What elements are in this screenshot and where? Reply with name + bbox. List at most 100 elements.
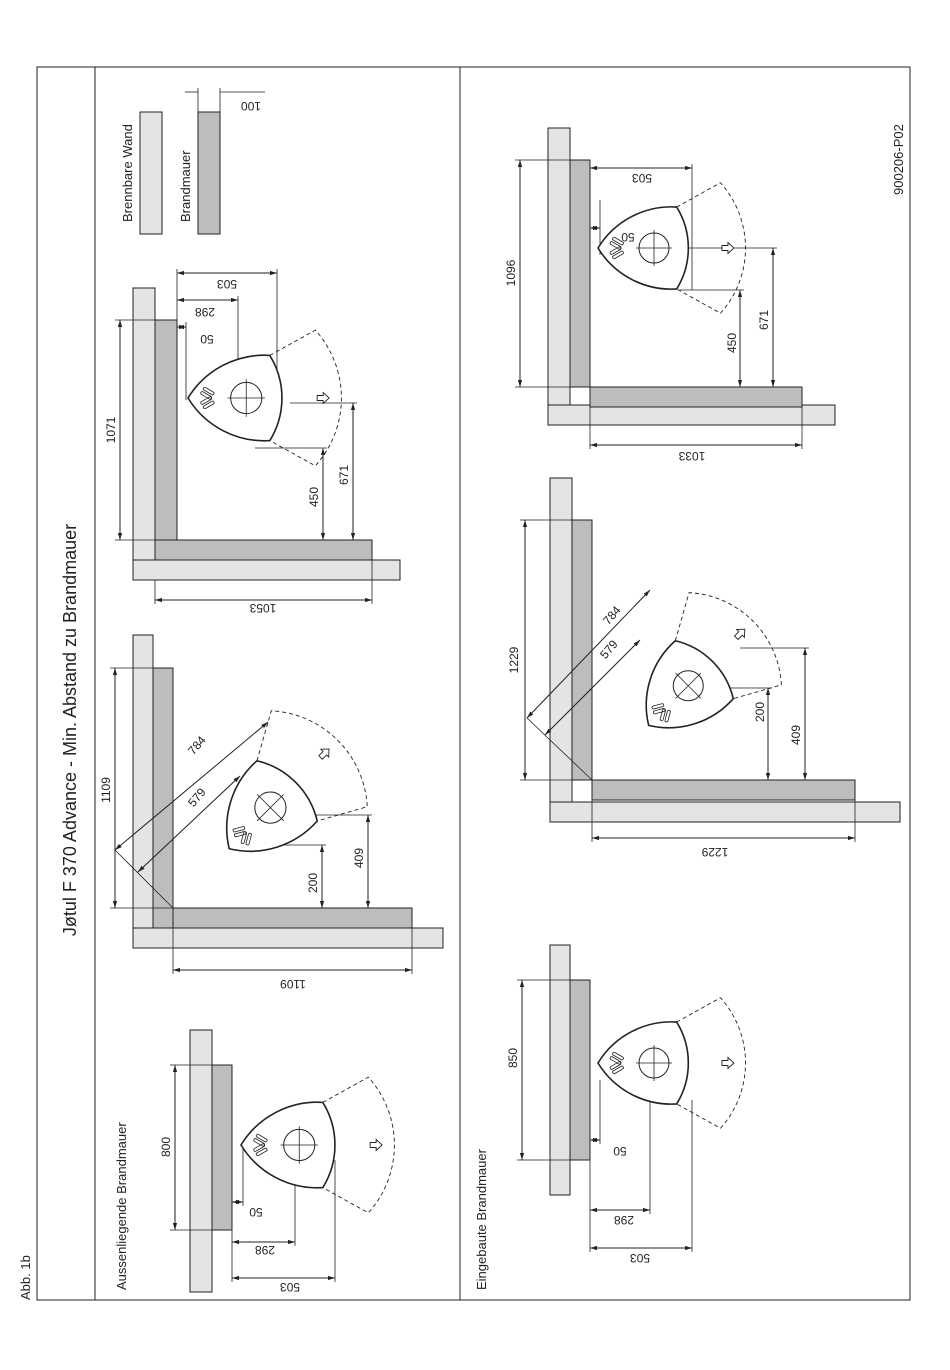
air-vent-icon [255,1133,268,1143]
dim-label: 1071 [104,416,118,443]
section-label-built-in: Eingebaute Brandmauer [474,1148,489,1290]
air-vent-icon [659,708,666,722]
air-vent-icon [609,246,622,255]
air-vent-icon [609,1061,622,1070]
radiation-zone [676,182,746,314]
radiation-zone [256,710,368,822]
combustible-wall [189,1029,213,1293]
firewall [571,519,593,781]
drawing-code: 900206-P02 [891,124,906,195]
air-vent-icon [664,709,671,723]
extension-line [526,717,593,781]
dim-label: 1229 [507,646,521,673]
flue-crosshair [227,379,265,417]
firewall [152,667,174,929]
air-vent-icon [202,400,215,410]
firewall [154,319,178,561]
air-vent-icon [240,831,247,845]
firewall [197,111,221,235]
air-vent-icon [255,1147,268,1157]
air-vent-icon [232,826,246,833]
dim-label: 503 [217,277,237,291]
flue-outlet-icon [672,670,704,702]
firewall [172,907,413,929]
dim-label: 671 [757,310,771,330]
combustible-wall [132,634,154,949]
radiation-zone [269,329,342,467]
dimension-line [137,775,241,873]
dimension-line [544,639,641,736]
figure-label: Abb. 1b [18,1255,33,1300]
radiation-zone [674,592,782,700]
radiation-zone [322,1076,395,1214]
dim-label: 50 [200,332,214,346]
combustible-wall [132,287,156,581]
dim-label: 200 [306,873,320,893]
combustible-wall [547,127,571,426]
dim-label: 1109 [99,777,113,803]
dim-label: 1109 [280,977,306,991]
direction-arrow-icon [721,1056,735,1070]
extension-line [114,849,174,909]
page-frame [36,66,911,1301]
air-vent-icon [253,1143,265,1152]
dim-label: 503 [630,1251,650,1265]
dim-label: 200 [753,702,767,722]
dim-label: 1033 [678,449,705,463]
flue-crosshair [256,794,284,822]
firewall [154,539,373,561]
air-vent-icon [612,250,624,260]
direction-arrow-icon [721,241,735,255]
air-vent-icon [612,1051,624,1061]
firewall [591,779,856,801]
dim-label: 50 [621,230,635,244]
radiation-zone [676,997,746,1129]
section-label-external: Aussenliegende Brandmauer [114,1122,129,1290]
dim-label: 298 [195,305,215,319]
dim-label: 1096 [504,259,518,286]
flue-crosshair [675,672,702,699]
legend-thickness-label: 100 [241,99,261,113]
firewall [211,1064,233,1231]
dim-label: 298 [614,1213,634,1227]
firewall [589,386,803,408]
air-vent-icon [200,396,212,405]
flue-outlet-icon [254,791,287,824]
air-vent-icon [651,703,665,710]
dim-label: 1053 [249,601,276,615]
dim-label: 800 [159,1137,173,1157]
dim-label: 409 [352,848,366,868]
dim-label: 784 [600,603,624,628]
dim-label: 50 [613,1144,627,1158]
dim-label: 503 [280,1280,300,1294]
dim-label: 409 [789,725,803,745]
air-vent-icon [612,1065,624,1075]
combustible-wall [549,801,901,823]
dim-label: 503 [632,171,652,185]
combustible-wall [139,111,163,235]
direction-arrow-icon [316,391,330,405]
combustible-wall [132,927,444,949]
direction-arrow-icon [318,748,330,760]
air-vent-icon [612,236,624,246]
firewall [569,979,591,1161]
flue-crosshair [280,1126,318,1164]
dim-label: 784 [185,733,209,758]
dim-label: 1229 [701,845,728,859]
air-vent-icon [202,386,215,396]
flue-crosshair [636,1045,672,1081]
legend-combustible-label: Brennbare Wand [120,124,135,222]
page-title: Jøtul F 370 Advance - Min. Abstand zu Br… [60,524,80,936]
direction-arrow-icon [733,628,746,641]
dim-label: 298 [255,1243,275,1257]
combustible-wall [132,559,401,581]
legend-firewall-label: Brandmauer [178,150,193,222]
direction-arrow-icon [369,1138,383,1152]
flue-crosshair [636,230,672,266]
dim-label: 450 [725,333,739,353]
combustible-wall [549,944,571,1196]
firewall [569,159,591,388]
dim-label: 671 [337,465,351,485]
dim-label: 450 [307,487,321,507]
